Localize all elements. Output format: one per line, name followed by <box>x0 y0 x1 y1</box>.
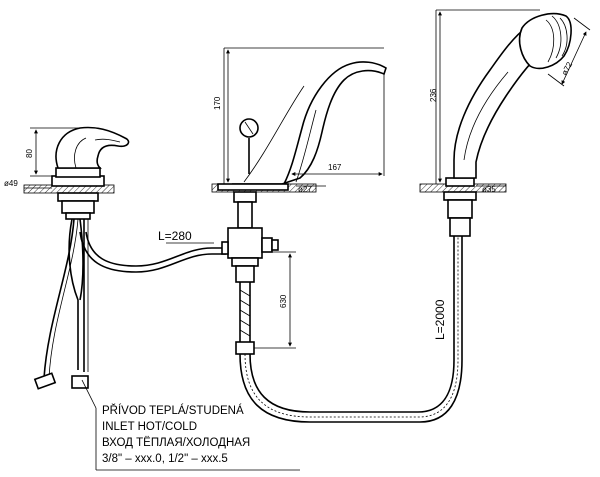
hose-length-label: L=2000 <box>433 299 447 340</box>
lever-mixer: 80 ø49 <box>4 126 130 390</box>
note-line-3: ВХОД ТЁПЛАЯ/ХОЛОДНАЯ <box>102 437 250 449</box>
spout-height-label: 170 <box>213 96 222 110</box>
shower-base-diameter-label: ø35 <box>482 185 496 194</box>
connector-hose: L=280 <box>79 229 226 273</box>
note-line-2: INLET HOT/COLD <box>102 421 197 433</box>
spout-reach-label: 167 <box>328 163 342 172</box>
lever-height-label: 80 <box>25 149 34 158</box>
note-line-1: PŘÍVOD TEPLÁ/STUDENÁ <box>102 404 244 417</box>
valve-drop-label: 630 <box>279 294 288 308</box>
inlet-note: PŘÍVOD TEPLÁ/STUDENÁ INLET HOT/COLD ВХОД… <box>81 379 300 471</box>
spout-diameter-label: ø27 <box>298 185 312 194</box>
spout-assembly: 170 167 ø27 630 <box>211 47 387 355</box>
connector-length-label: L=280 <box>158 229 192 243</box>
lever-diameter-label: ø49 <box>4 179 18 188</box>
mixing-tee <box>227 227 263 259</box>
note-line-4: 3/8" – xxx.0, 1/2" – xxx.5 <box>102 453 228 465</box>
shower-hose: L=2000 <box>239 236 463 423</box>
spout-body <box>232 61 387 185</box>
lever-handle <box>55 126 130 169</box>
hand-shower: 236 ø72 ø35 <box>419 9 591 237</box>
shower-height-label: 236 <box>429 88 438 102</box>
